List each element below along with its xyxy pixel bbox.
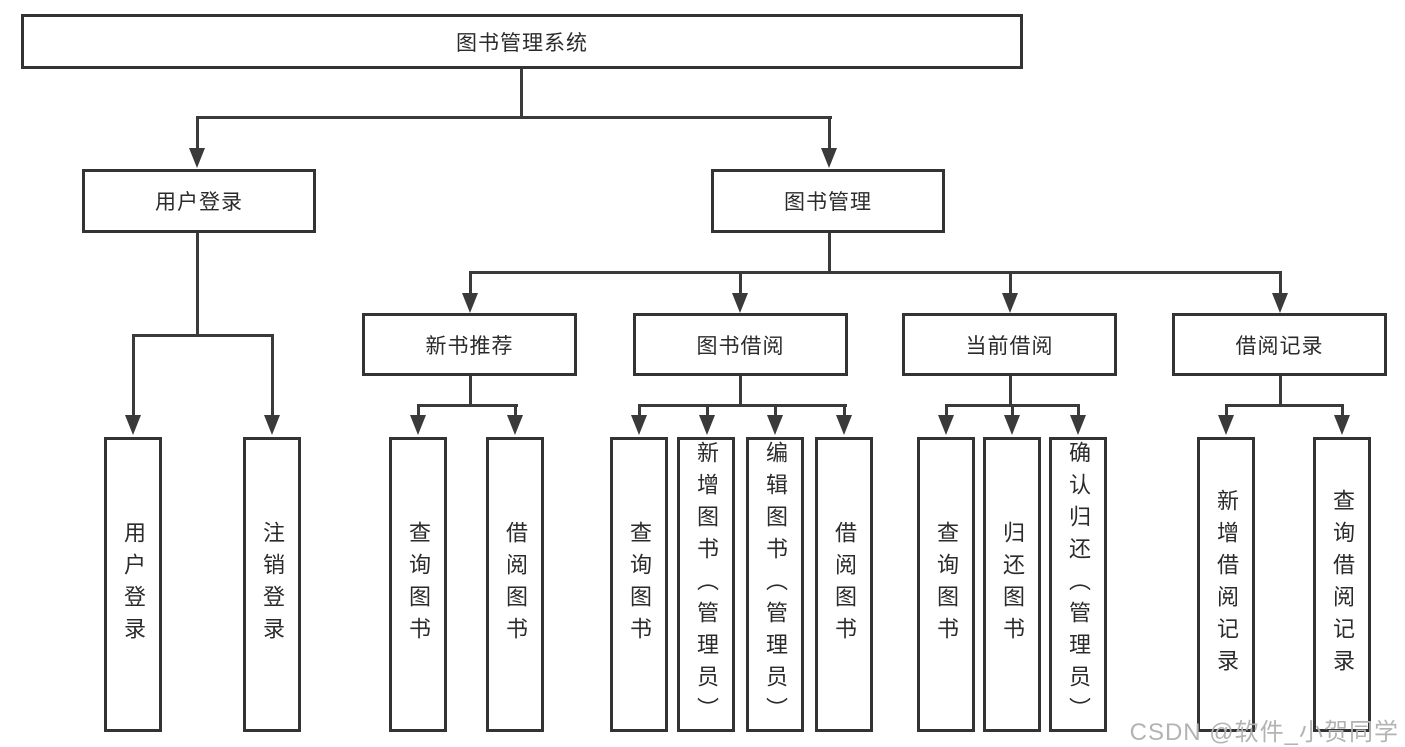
- connector-arrow-stem: [739, 271, 742, 295]
- node-label: 图书管理系统: [456, 31, 588, 55]
- node-label: 查询借阅记录: [1330, 488, 1355, 681]
- arrow-down-icon: [1218, 415, 1234, 435]
- leaf-add-borrow-record: 新增借阅记录: [1197, 437, 1255, 732]
- connector-arrow-stem: [706, 404, 709, 417]
- connector-userlogin-stem: [196, 232, 199, 336]
- connector-arrow-stem: [132, 334, 135, 416]
- node-user-login: 用户登录: [82, 169, 316, 233]
- arrow-down-icon: [1004, 415, 1020, 435]
- connector-arrow-stem: [1011, 404, 1014, 417]
- connector-arrow-stem: [1279, 271, 1282, 295]
- arrow-down-icon: [264, 415, 280, 435]
- node-label: 当前借阅: [965, 334, 1054, 358]
- arrow-down-icon: [631, 415, 647, 435]
- node-book-management: 图书管理: [711, 169, 945, 233]
- node-label: 图书借阅: [696, 334, 785, 358]
- arrow-down-icon: [507, 415, 523, 435]
- connector-arrow-stem: [417, 404, 420, 417]
- connector-arrow-stem: [271, 334, 274, 416]
- arrow-down-icon: [699, 415, 715, 435]
- leaf-return-books: 归还图书: [983, 437, 1041, 732]
- connector-records-bus: [1225, 404, 1344, 407]
- arrow-down-icon: [462, 293, 478, 313]
- connector-arrow-stem: [1077, 404, 1080, 417]
- connector-current-stem: [1009, 375, 1012, 406]
- leaf-user-login: 用户登录: [104, 437, 162, 732]
- leaf-query-books-current: 查询图书: [917, 437, 975, 732]
- node-root-system: 图书管理系统: [21, 14, 1023, 69]
- node-book-borrow: 图书借阅: [633, 313, 848, 376]
- connector-arrow-stem: [1225, 404, 1228, 417]
- node-label: 借阅图书: [832, 520, 857, 649]
- arrow-down-icon: [1334, 415, 1350, 435]
- leaf-confirm-return-admin: 确认归还（管理员）: [1049, 437, 1107, 732]
- node-label: 新增图书（管理员）: [694, 440, 719, 729]
- leaf-logout: 注销登录: [243, 437, 301, 732]
- node-label: 注销登录: [260, 520, 285, 649]
- node-label: 查询图书: [934, 520, 959, 649]
- connector-newbooks-bus: [417, 404, 518, 407]
- node-label: 新书推荐: [425, 334, 514, 358]
- arrow-down-icon: [1070, 415, 1086, 435]
- arrow-down-icon: [836, 415, 852, 435]
- leaf-borrow-books-recommend: 借阅图书: [486, 437, 544, 732]
- leaf-edit-books-admin: 编辑图书（管理员）: [746, 437, 804, 732]
- arrow-down-icon: [1002, 293, 1018, 313]
- connector-records-stem: [1279, 375, 1282, 406]
- connector-root-bus: [196, 116, 832, 119]
- connector-bookmgmt-bus: [469, 271, 1282, 274]
- arrow-down-icon: [410, 415, 426, 435]
- node-label: 借阅图书: [503, 520, 528, 649]
- connector-arrow-stem: [774, 404, 777, 417]
- node-label: 归还图书: [1000, 520, 1025, 649]
- connector-arrow-stem: [1009, 271, 1012, 295]
- connector-bookmgmt-stem: [828, 232, 831, 273]
- leaf-query-books-recommend: 查询图书: [389, 437, 447, 732]
- connector-userlogin-bus: [132, 334, 274, 337]
- connector-newbooks-stem: [469, 375, 472, 406]
- node-label: 查询图书: [627, 520, 652, 649]
- connector-arrow-stem: [469, 271, 472, 295]
- connector-arrow-stem: [1341, 404, 1344, 417]
- connector-arrow-stem: [514, 404, 517, 417]
- arrow-down-icon: [732, 293, 748, 313]
- node-new-book-recommend: 新书推荐: [362, 313, 577, 376]
- node-label: 确认归还（管理员）: [1066, 440, 1091, 729]
- arrow-down-icon: [767, 415, 783, 435]
- connector-root-stem: [520, 68, 523, 116]
- connector-borrow-bus: [638, 404, 847, 407]
- connector-borrow-stem: [739, 375, 742, 406]
- node-borrow-records: 借阅记录: [1172, 313, 1387, 376]
- connector-arrow-stem: [196, 116, 199, 149]
- connector-arrow-stem: [828, 116, 831, 149]
- arrow-down-icon: [1272, 293, 1288, 313]
- node-label: 查询图书: [406, 520, 431, 649]
- csdn-watermark: CSDN @软件_小贺同学: [1129, 719, 1399, 746]
- leaf-add-books-admin: 新增图书（管理员）: [677, 437, 735, 732]
- leaf-borrow-books: 借阅图书: [815, 437, 873, 732]
- arrow-down-icon: [821, 148, 837, 168]
- arrow-down-icon: [125, 415, 141, 435]
- arrow-down-icon: [189, 148, 205, 168]
- leaf-query-books-borrow: 查询图书: [610, 437, 668, 732]
- node-label: 用户登录: [155, 191, 243, 214]
- node-current-borrow: 当前借阅: [902, 313, 1117, 376]
- leaf-query-borrow-record: 查询借阅记录: [1313, 437, 1371, 732]
- connector-arrow-stem: [638, 404, 641, 417]
- arrow-down-icon: [938, 415, 954, 435]
- node-label: 编辑图书（管理员）: [763, 440, 788, 729]
- node-label: 新增借阅记录: [1214, 488, 1239, 681]
- node-label: 用户登录: [121, 520, 146, 649]
- node-label: 借阅记录: [1235, 334, 1324, 358]
- node-label: 图书管理: [784, 191, 872, 214]
- connector-arrow-stem: [945, 404, 948, 417]
- connector-arrow-stem: [843, 404, 846, 417]
